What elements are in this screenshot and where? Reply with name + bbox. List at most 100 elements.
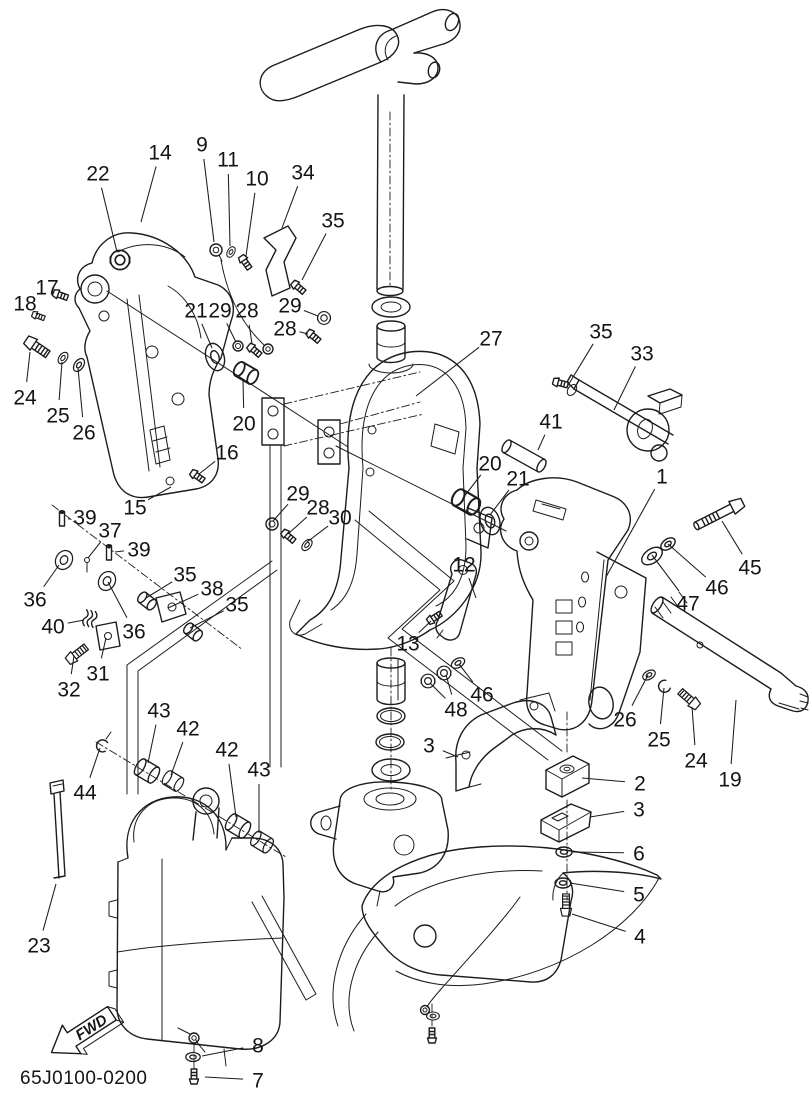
- ground-lead-parts: [177, 1027, 206, 1085]
- callout-35: 35: [173, 563, 196, 586]
- friction-lever-34: [263, 225, 297, 297]
- trim-cylinder-bushings: [49, 731, 287, 879]
- callout-13: 13: [396, 632, 419, 655]
- callout-15: 15: [123, 496, 146, 519]
- steering-yoke-handle: [259, 8, 461, 102]
- callout-16: 16: [215, 441, 238, 464]
- pivot-pin-41: [501, 439, 547, 473]
- swivel-bracket: [289, 350, 493, 651]
- callout-9: 9: [196, 133, 208, 156]
- line-art: [21, 8, 809, 1085]
- port-clamp-bracket: [74, 232, 349, 499]
- callout-27: 27: [479, 327, 502, 350]
- callout-47: 47: [676, 592, 699, 615]
- callout-3: 3: [423, 734, 435, 757]
- leader-line-23: [42, 883, 57, 931]
- callout-42: 42: [215, 738, 238, 761]
- callout-41: 41: [539, 410, 562, 433]
- leader-line-12: [468, 577, 477, 599]
- callout-1: 1: [656, 465, 668, 488]
- leader-line-9: [203, 158, 215, 243]
- callout-28: 28: [235, 299, 258, 322]
- callout-42: 42: [176, 717, 199, 740]
- leader-line-41: [537, 434, 546, 451]
- fwd-arrow: FWD: [50, 1005, 125, 1055]
- leader-line-31: [100, 637, 107, 659]
- leader-line-36: [107, 581, 128, 618]
- leader-line-18: [35, 312, 39, 316]
- callout-35: 35: [321, 209, 344, 232]
- callout-3: 3: [633, 798, 645, 821]
- trim-stick-23: [49, 779, 66, 879]
- callout-25: 25: [46, 404, 69, 427]
- leader-line-30: [306, 525, 329, 543]
- callout-4: 4: [634, 925, 646, 948]
- leader-line-36: [43, 564, 60, 588]
- leader-line-35: [145, 581, 173, 599]
- callout-39: 39: [127, 538, 150, 561]
- leader-line-39: [114, 550, 125, 553]
- leader-line-32: [70, 655, 75, 675]
- leader-line-13: [418, 620, 432, 634]
- callout-48: 48: [444, 698, 467, 721]
- leader-line-6: [571, 851, 625, 854]
- callout-39: 39: [73, 506, 96, 529]
- callout-43: 43: [147, 699, 170, 722]
- callout-6: 6: [633, 842, 645, 865]
- leader-line-28: [248, 324, 253, 345]
- leader-line-46: [458, 663, 474, 683]
- callout-7: 7: [252, 1069, 264, 1092]
- shift-rod-lever: [501, 374, 683, 473]
- callout-22: 22: [86, 162, 109, 185]
- callout-45: 45: [738, 556, 761, 579]
- leader-line-29: [272, 503, 289, 522]
- callout-36: 36: [122, 620, 145, 643]
- callout-11: 11: [217, 148, 239, 171]
- callout-18: 18: [13, 292, 36, 315]
- leader-line-24: [691, 706, 696, 746]
- leader-line-20: [242, 379, 245, 409]
- leader-line-28: [287, 516, 308, 535]
- callout-25: 25: [647, 728, 670, 751]
- anode-bracket-3: [445, 692, 557, 792]
- leader-line-48: [445, 674, 453, 695]
- leader-line-24: [26, 351, 31, 383]
- leader-line-35: [566, 343, 594, 388]
- leader-line-26: [631, 674, 649, 706]
- callout-31: 31: [86, 662, 109, 685]
- lower-mount-assembly: [310, 647, 592, 917]
- tilt-lock-parts: [51, 504, 478, 689]
- leader-line-5: [569, 882, 625, 893]
- callout-46: 46: [705, 576, 728, 599]
- callout-34: 34: [291, 161, 315, 184]
- callout-30: 30: [328, 506, 351, 529]
- callout-32: 32: [57, 678, 80, 701]
- leader-line-42: [170, 741, 184, 776]
- leader-line-2: [581, 777, 626, 783]
- leader-line-11: [227, 173, 231, 247]
- power-trim-tilt-unit: [108, 787, 317, 1067]
- link-rod-12: [435, 559, 478, 641]
- matchlines: [126, 445, 563, 795]
- leader-line-1: [605, 488, 656, 578]
- callout-20: 20: [478, 452, 501, 475]
- callout-14: 14: [148, 141, 172, 164]
- leader-line-22: [100, 187, 118, 253]
- callout-12: 12: [452, 553, 475, 576]
- callout-5: 5: [633, 883, 645, 906]
- leader-line-8: [201, 1047, 244, 1057]
- leader-line-3: [589, 810, 625, 818]
- leader-line-10: [245, 192, 256, 257]
- bolt-45: [693, 497, 746, 531]
- leader-line-27: [415, 346, 480, 397]
- leader-line-15: [147, 486, 172, 501]
- leader-line-21: [201, 323, 213, 349]
- leader-line-38: [167, 593, 199, 609]
- callout-17: 17: [35, 276, 58, 299]
- leader-line-43: [147, 724, 157, 764]
- leader-line-19: [730, 699, 737, 765]
- leader-line-47: [651, 554, 680, 592]
- leader-line-48: [429, 682, 446, 699]
- callout-40: 40: [41, 615, 64, 638]
